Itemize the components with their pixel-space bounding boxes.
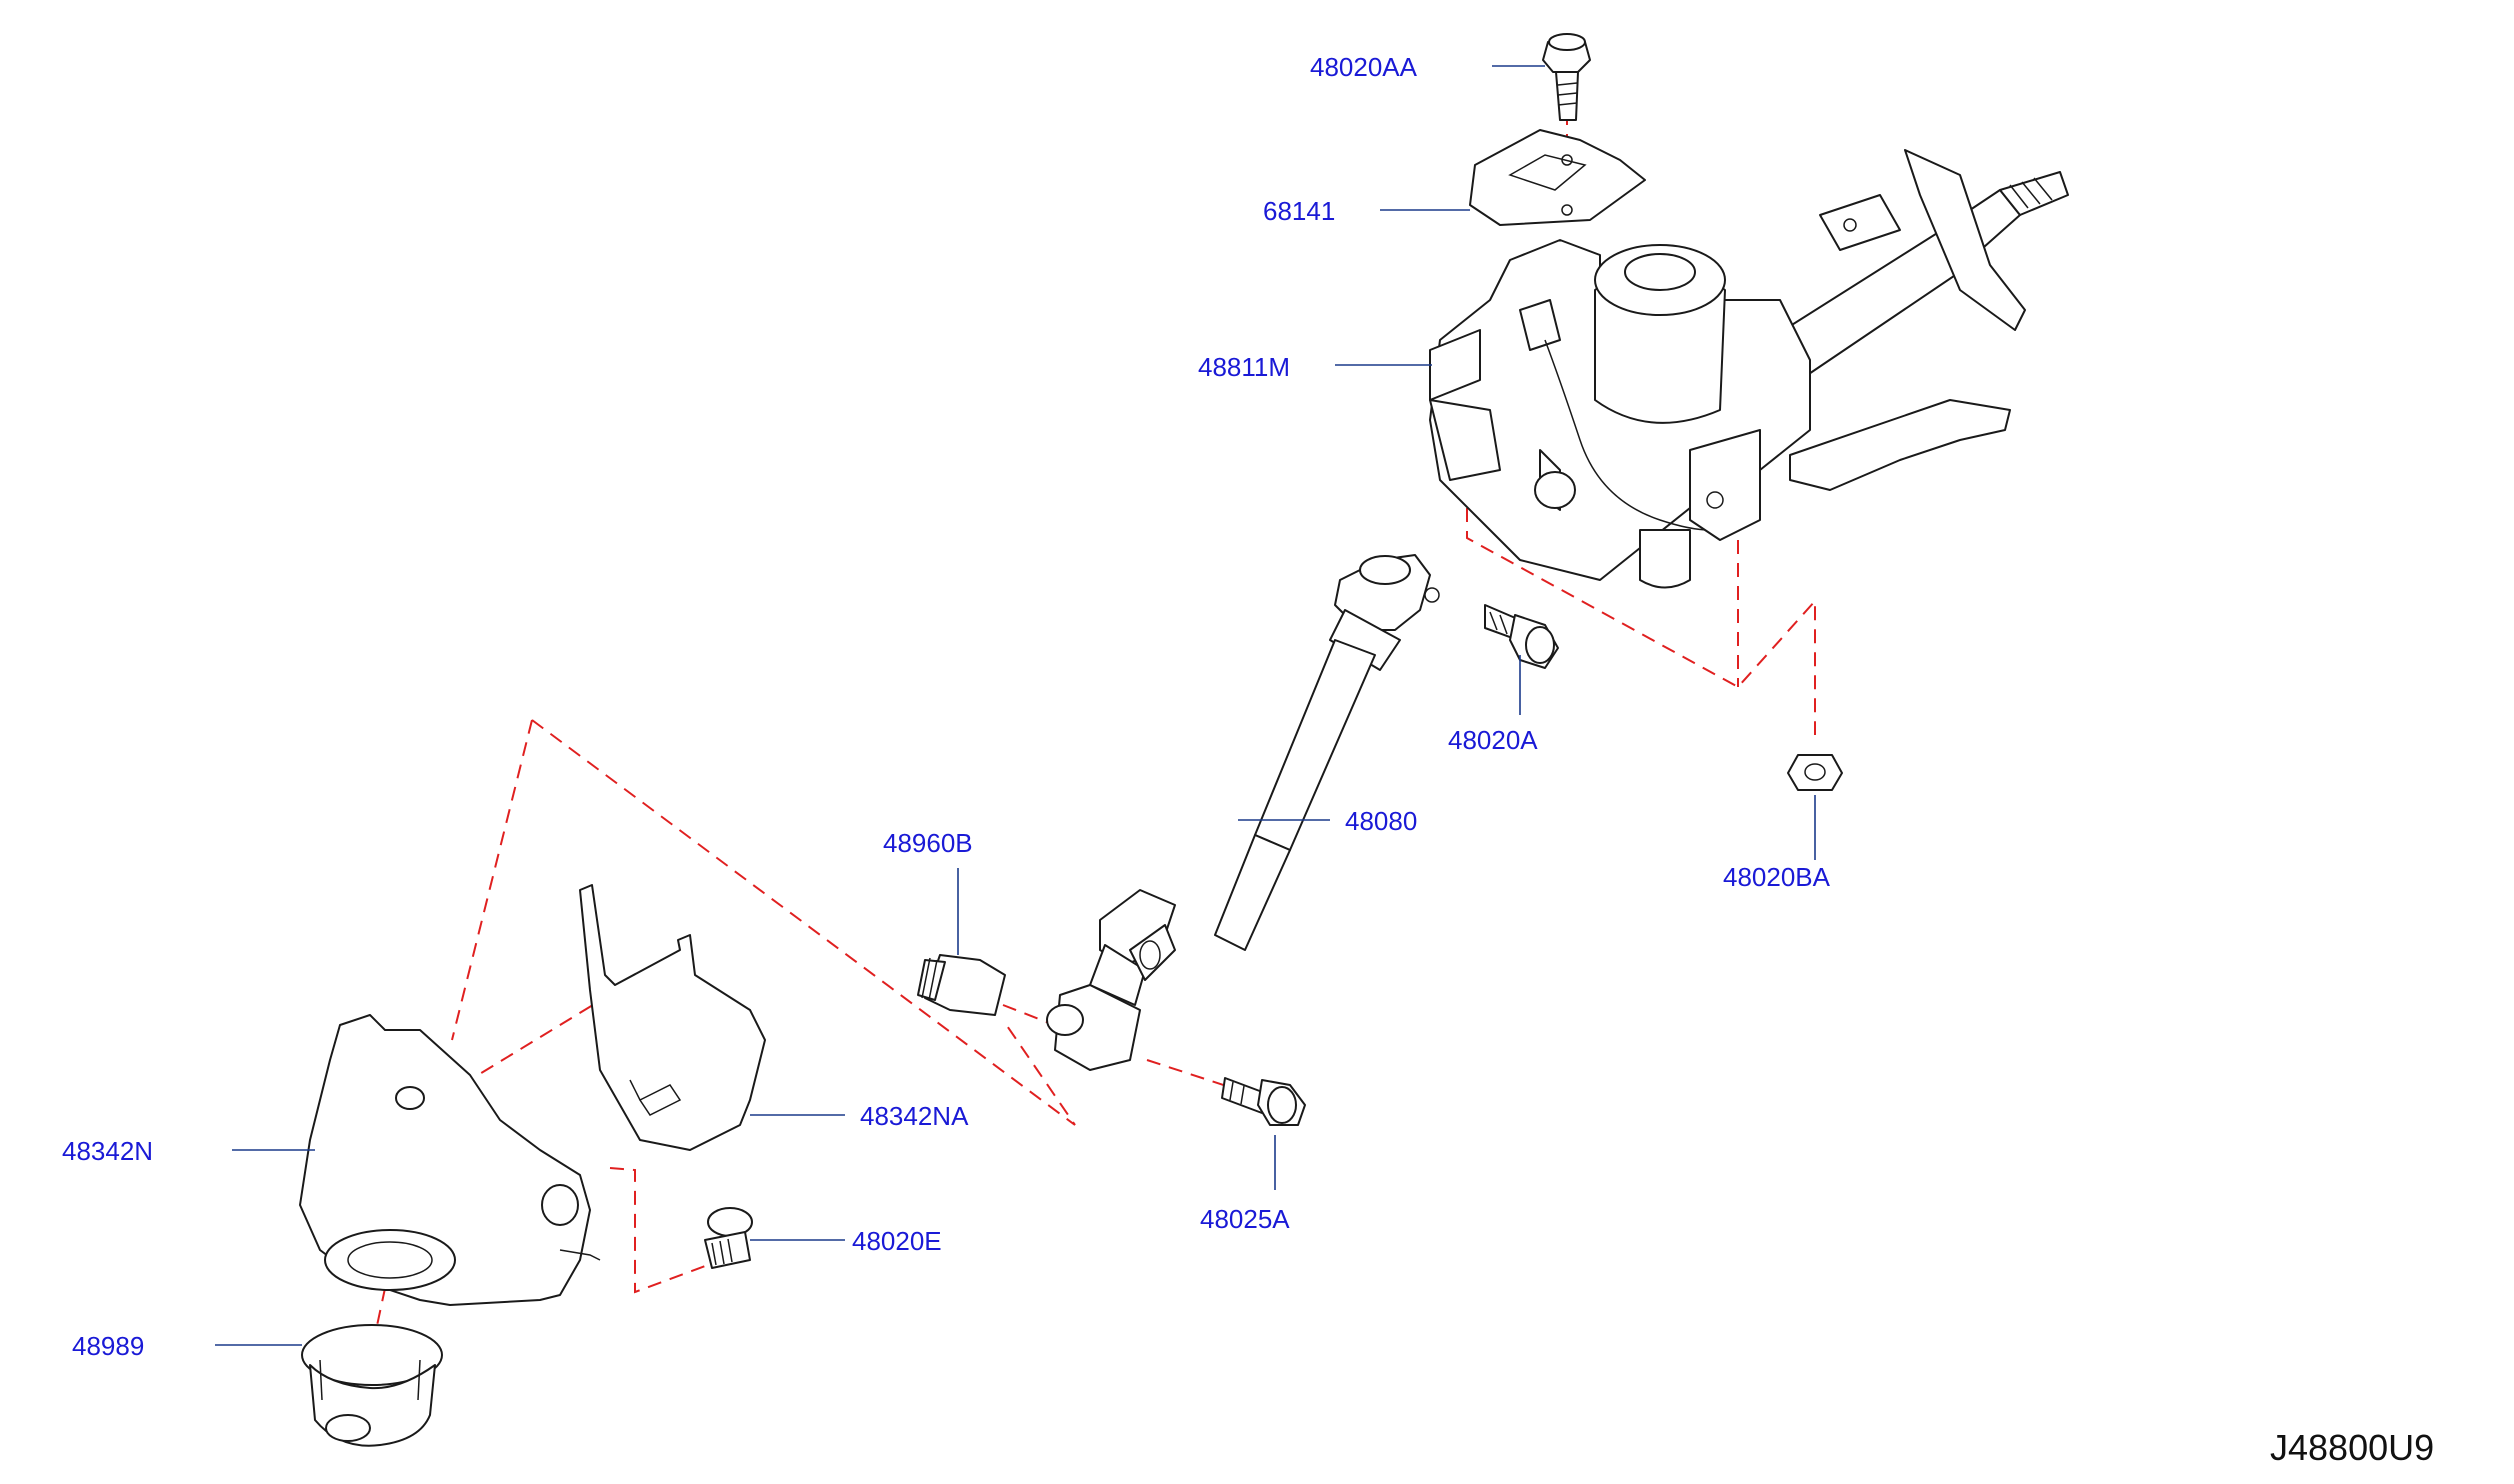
intermediate-shaft-48080 — [1046, 554, 1440, 1071]
part-label-48960B: 48960B — [883, 828, 973, 858]
part-label-48811M: 48811M — [1198, 352, 1291, 382]
seal-48960B — [917, 954, 1006, 1016]
part-label-48025A: 48025A — [1200, 1204, 1290, 1234]
leader-lines — [215, 65, 1816, 1346]
part-label-48080: 48080 — [1345, 806, 1418, 836]
bracket-68141 — [1469, 129, 1646, 226]
part-label-48020BA: 48020BA — [1723, 862, 1830, 892]
part-label-48020AA: 48020AA — [1310, 52, 1417, 82]
nut-48020BA — [1787, 754, 1843, 791]
part-label-48020A: 48020A — [1448, 725, 1538, 755]
part-label-68141: 68141 — [1263, 196, 1336, 226]
bolt-48020AA — [1542, 33, 1591, 121]
clip-48020E — [704, 1207, 753, 1269]
part-label-48342NA: 48342NA — [860, 1101, 969, 1131]
bolt-48020A — [1484, 604, 1559, 669]
part-label-48020E: 48020E — [852, 1226, 942, 1256]
diagram-code: J48800U9 — [2270, 1427, 2435, 1468]
bolt-48025A — [1221, 1077, 1306, 1126]
part-label-48989: 48989 — [72, 1331, 145, 1361]
part-label-48342N: 48342N — [62, 1136, 154, 1166]
cover-48342NA — [579, 884, 766, 1151]
cover-48342N — [299, 1014, 601, 1306]
steering-column-assembly-48811M — [1429, 149, 2069, 589]
grommet-48989 — [301, 1324, 443, 1447]
